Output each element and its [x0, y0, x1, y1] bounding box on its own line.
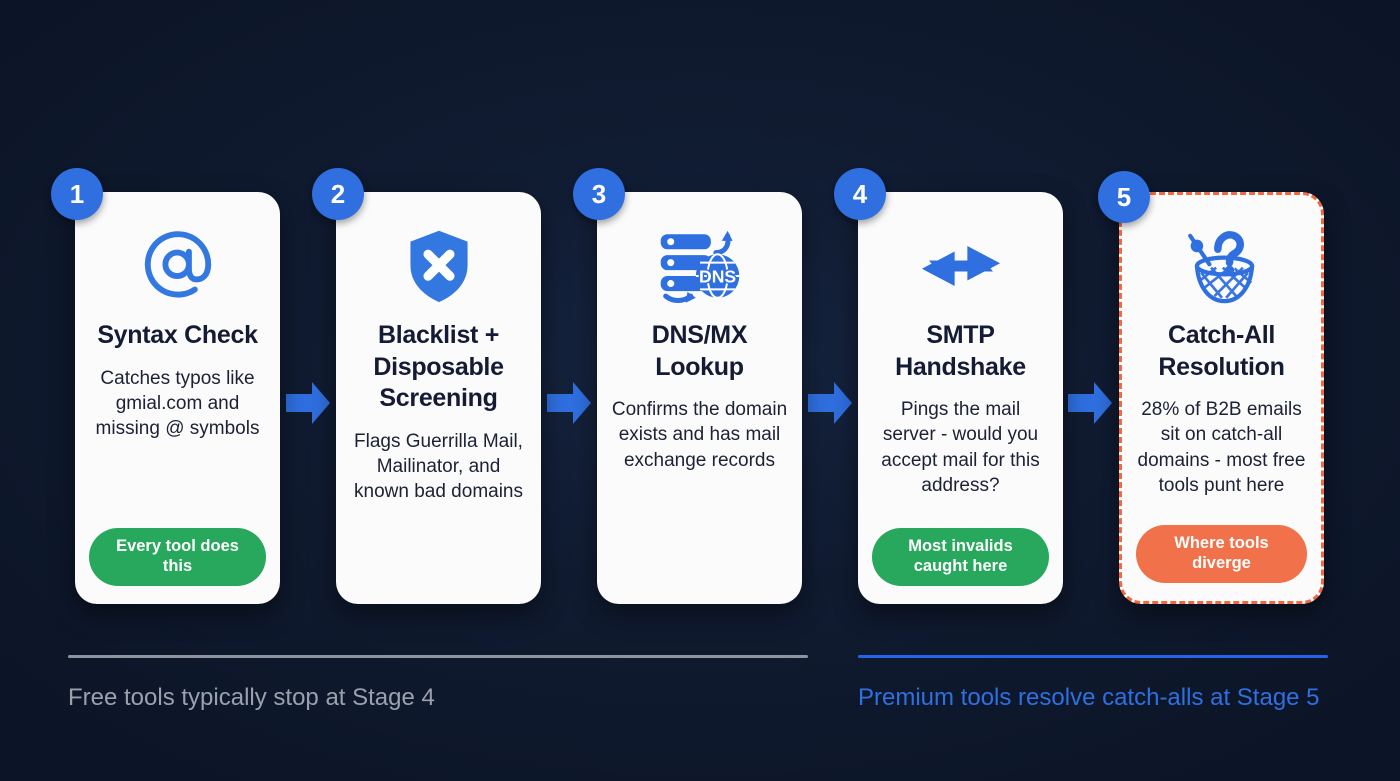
flow-arrow-1-to-2 [284, 380, 332, 426]
stage-title-2: Blacklist + Disposable Screening [373, 321, 504, 412]
footer-label-free: Free tools typically stop at Stage 4 [68, 684, 435, 711]
svg-text:DNS: DNS [699, 267, 736, 287]
shield-x-icon [397, 218, 481, 314]
stage-pill-5: Where tools diverge [1136, 525, 1307, 583]
footer-label-premium: Premium tools resolve catch-alls at Stag… [858, 684, 1320, 711]
exchange-arrows-icon [911, 218, 1011, 314]
stage-pill-1: Every tool does this [89, 528, 266, 586]
stage-card-2[interactable]: 2 Blacklist + Disposable Screening Flags… [312, 168, 541, 604]
stage-title-4: SMTP Handshake [895, 321, 1026, 381]
stage-card-1[interactable]: 1 Syntax Check Catches typos like gmial.… [51, 168, 280, 604]
stage-description-2: Flags Guerrilla Mail, Mailinator, and kn… [354, 430, 523, 503]
stage-description-1: Catches typos like gmial.com and missing… [95, 367, 260, 440]
stage-card-4[interactable]: 4 SMTP Handshake Pings the mail server -… [834, 168, 1063, 604]
stage-description-4: Pings the mail server - would you accept… [881, 399, 1040, 496]
stage-number-badge-4: 4 [834, 168, 886, 220]
footer-rule-free [68, 655, 808, 658]
at-sign-icon [136, 218, 220, 314]
stage-number-badge-1: 1 [51, 168, 103, 220]
stage-description-5: 28% of B2B emails sit on catch-all domai… [1137, 399, 1306, 496]
stage-card-5[interactable]: 5 Catch-All Resolution 28% of B2B emails… [1098, 171, 1324, 604]
pipeline-stages: 1 Syntax Check Catches typos like gmial.… [0, 168, 1400, 608]
flow-arrow-2-to-3 [545, 380, 593, 426]
dns-server-globe-icon: DNS [654, 218, 746, 314]
stage-number-badge-2: 2 [312, 168, 364, 220]
stage-title-5: Catch-All Resolution [1158, 321, 1285, 381]
footer-premium-tools: Premium tools resolve catch-alls at Stag… [858, 655, 1328, 712]
stage-pill-4: Most invalids caught here [872, 528, 1049, 586]
flow-arrow-3-to-4 [806, 380, 854, 426]
stage-title-1: Syntax Check [97, 321, 258, 349]
footer-comparison: Free tools typically stop at Stage 4 Pre… [0, 655, 1400, 755]
flow-arrow-4-to-5 [1066, 380, 1114, 426]
stage-title-3: DNS/MX Lookup [651, 321, 748, 381]
stage-number-badge-3: 3 [573, 168, 625, 220]
footer-rule-premium [858, 655, 1328, 658]
stage-number-badge-5: 5 [1098, 171, 1150, 223]
footer-free-tools: Free tools typically stop at Stage 4 [68, 655, 808, 712]
net-question-icon [1176, 218, 1268, 314]
stage-card-3[interactable]: 3 [573, 168, 802, 604]
stage-description-3: Confirms the domain exists and has mail … [611, 399, 788, 471]
